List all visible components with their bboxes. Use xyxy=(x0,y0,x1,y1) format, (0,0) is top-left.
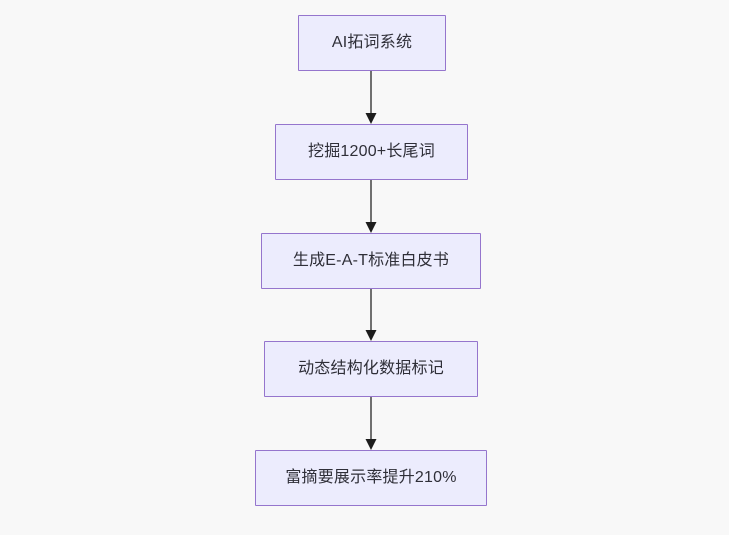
edge-n1-n2 xyxy=(365,71,377,124)
edge-n3-n4 xyxy=(365,289,377,341)
edge-n2-n3 xyxy=(365,180,377,233)
flow-node-label: 富摘要展示率提升210% xyxy=(285,469,457,487)
flow-node-ai-keyword-system[interactable]: AI拓词系统 xyxy=(298,15,446,71)
flow-node-label: AI拓词系统 xyxy=(331,34,413,52)
flow-node-dynamic-structured-data-markup[interactable]: 动态结构化数据标记 xyxy=(264,341,478,397)
flow-node-label: 动态结构化数据标记 xyxy=(298,360,444,378)
flow-node-rich-snippet-impression-uplift[interactable]: 富摘要展示率提升210% xyxy=(255,450,487,506)
flow-node-mine-longtail-keywords[interactable]: 挖掘1200+长尾词 xyxy=(275,124,468,180)
flow-node-label: 挖掘1200+长尾词 xyxy=(308,143,435,161)
edge-n4-n5 xyxy=(365,397,377,450)
flow-node-label: 生成E-A-T标准白皮书 xyxy=(292,252,450,270)
flow-node-generate-eat-whitepaper[interactable]: 生成E-A-T标准白皮书 xyxy=(261,233,481,289)
